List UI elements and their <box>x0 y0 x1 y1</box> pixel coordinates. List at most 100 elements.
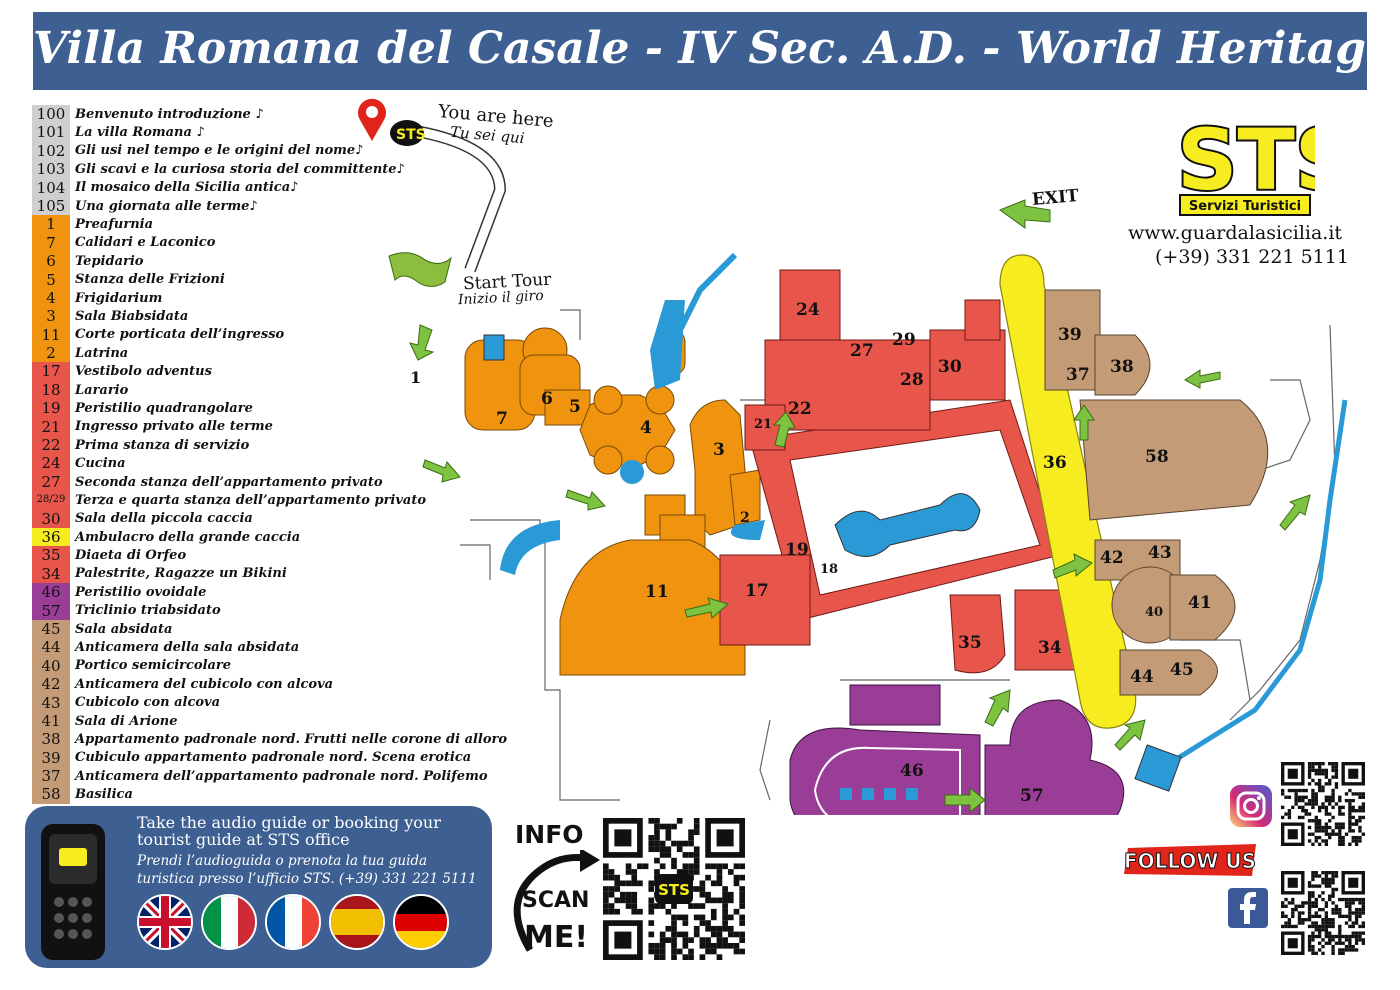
legend-text: Corte porticata dell’ingresso <box>75 327 285 343</box>
pool <box>483 334 505 361</box>
thermal-baths <box>464 327 761 676</box>
svg-text:17: 17 <box>745 581 769 601</box>
me-label: ME! <box>524 920 589 955</box>
svg-text:18: 18 <box>820 562 838 577</box>
legend-text: Cucina <box>75 456 126 472</box>
qr-code-instagram[interactable] <box>1281 762 1365 846</box>
audio-guide-panel: Take the audio guide or booking your tou… <box>25 806 492 968</box>
legend-number: 46 <box>32 583 70 602</box>
uk-flag[interactable] <box>137 894 193 950</box>
legend-text: Peristilio ovoidale <box>75 584 207 600</box>
legend-number: 21 <box>32 417 70 437</box>
legend-text: Benvenuto introduzione ♪ <box>75 106 264 122</box>
legend-number: 4 <box>32 288 70 308</box>
legend-text: Gli scavi e la curiosa storia del commit… <box>75 161 405 177</box>
legend-text: Sala absidata <box>75 621 173 637</box>
legend-number: 43 <box>32 693 70 712</box>
audio-guide-italian: Prendi l’audioguida o prenota la tua gui… <box>137 853 477 887</box>
legend-number: 6 <box>32 252 70 271</box>
legend-number: 105 <box>32 196 70 216</box>
svg-text:5: 5 <box>569 397 581 417</box>
north-apartments <box>1044 289 1269 696</box>
legend-text: Terza e quarta stanza dell’appartamento … <box>75 492 427 508</box>
legend-text: Anticamera della sala absidata <box>75 640 300 656</box>
legend-number: 57 <box>32 601 70 620</box>
legend-number: 3 <box>32 307 70 326</box>
legend-number: 101 <box>32 123 70 142</box>
instagram-icon[interactable] <box>1230 785 1272 827</box>
facebook-icon[interactable] <box>1228 888 1268 928</box>
spain-flag[interactable] <box>329 894 385 950</box>
svg-text:46: 46 <box>900 761 924 781</box>
legend-text: Palestrite, Ragazze un Bikini <box>75 566 287 582</box>
legend-text: Appartamento padronale nord. Frutti nell… <box>75 731 508 747</box>
legend-number: 39 <box>32 748 70 768</box>
legend-number: 2 <box>32 344 70 363</box>
legend-number: 30 <box>32 509 70 528</box>
legend-row: 28/29 Terza e quarta stanza dell’appartam… <box>32 491 502 510</box>
scan-arrow-icon <box>513 850 600 952</box>
svg-text:3: 3 <box>713 440 725 460</box>
legend-number: 24 <box>32 454 70 473</box>
qr-code-info[interactable]: STS <box>603 818 745 960</box>
legend-number: 100 <box>32 105 70 124</box>
germany-flag[interactable] <box>393 894 449 950</box>
legend-number: 58 <box>32 785 70 804</box>
pool <box>620 460 644 484</box>
legend-text: Una giornata alle terme♪ <box>75 198 258 214</box>
svg-text:45: 45 <box>1170 660 1194 680</box>
legend-row: 6 Tepidario <box>32 252 502 271</box>
legend-row: 46 Peristilio ovoidale <box>32 583 502 602</box>
svg-text:22: 22 <box>788 399 812 419</box>
start-flag-icon <box>388 252 452 287</box>
svg-text:11: 11 <box>645 582 669 602</box>
legend-text: Diaeta di Orfeo <box>75 548 187 564</box>
website-link[interactable]: www.guardalasicilia.it <box>1128 222 1343 244</box>
cistern <box>1134 744 1182 792</box>
follow-us-badge: FOLLOW US <box>1123 844 1257 876</box>
legend-number: 17 <box>32 362 70 381</box>
qr-code-facebook[interactable] <box>1281 871 1365 955</box>
legend-number: 19 <box>32 399 70 418</box>
legend-number: 102 <box>32 141 70 161</box>
info-label: INFO <box>515 820 584 849</box>
italy-flag[interactable] <box>201 894 257 950</box>
svg-text:19: 19 <box>785 540 809 560</box>
route-path <box>409 124 507 273</box>
title-banner: Villa Romana del Casale - IV Sec. A.D. -… <box>33 12 1394 90</box>
svg-text:35: 35 <box>958 633 982 653</box>
legend-text: Tepidario <box>75 253 144 269</box>
france-flag[interactable] <box>265 894 321 950</box>
route-path-inner <box>409 125 505 272</box>
legend-text: Il mosaico della Sicilia antica♪ <box>75 180 299 196</box>
legend-number: 22 <box>32 436 70 455</box>
legend-number: 28/29 <box>32 491 70 510</box>
svg-text:27: 27 <box>850 341 874 361</box>
legend-row: 105 Una giornata alle terme♪ <box>32 196 502 216</box>
pool <box>650 300 685 390</box>
legend-number: 103 <box>32 160 70 179</box>
legend-text: Preafurnia <box>75 217 154 233</box>
villa-map: 24 27 29 28 30 39 37 38 58 36 22 21 4 6 … <box>409 124 1348 815</box>
svg-text:36: 36 <box>1043 453 1067 473</box>
audio-guide-english: Take the audio guide or booking your tou… <box>137 813 441 849</box>
legend-text: Ingresso privato alle terme <box>75 419 273 435</box>
svg-text:43: 43 <box>1148 543 1172 563</box>
svg-text:39: 39 <box>1058 325 1082 345</box>
legend-text: Cubiculo appartamento padronale nord. Sc… <box>75 750 472 766</box>
svg-text:28: 28 <box>900 370 924 390</box>
oval-garden <box>813 746 961 815</box>
audio-device-icon <box>41 824 105 960</box>
qr-logo-text: STS <box>658 881 690 899</box>
